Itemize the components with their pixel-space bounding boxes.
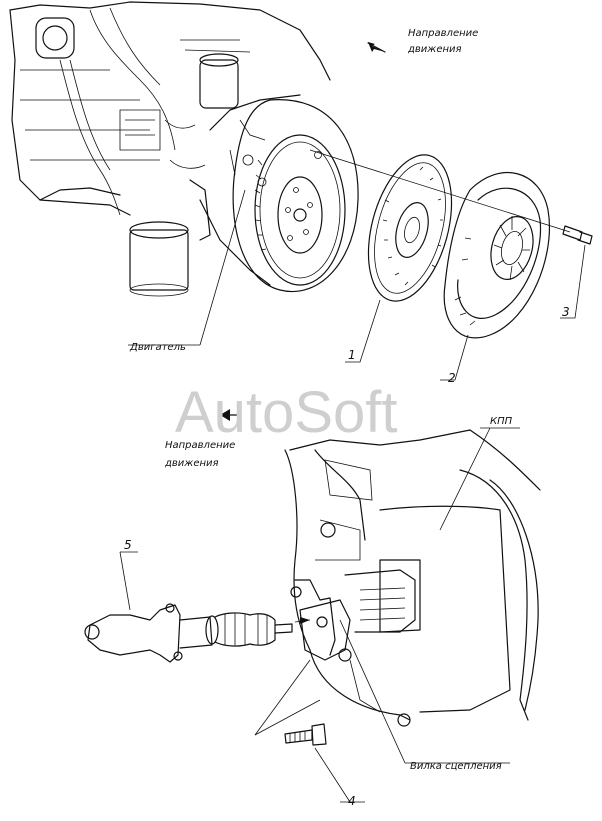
label-engine: Двигатель <box>129 342 186 353</box>
slave-cylinder <box>84 603 311 663</box>
direction-arrow-icon <box>368 42 385 52</box>
gearbox-drawing <box>284 429 541 727</box>
leader-engine <box>199 189 246 346</box>
watermark: AutoSoft <box>175 380 397 445</box>
bolt-3 <box>562 225 593 245</box>
pressure-plate <box>443 172 550 339</box>
callout-5: 5 <box>124 538 132 552</box>
bolt-4 <box>284 723 327 746</box>
callout-3: 3 <box>562 305 570 319</box>
callout-4: 4 <box>348 794 356 808</box>
label-gearbox: КПП <box>490 416 513 427</box>
direction-arrow-mid-icon <box>220 409 230 421</box>
callout-2: 2 <box>448 371 456 385</box>
label-direction-mid-1: Направление <box>165 440 235 451</box>
clutch-disc <box>367 154 453 302</box>
label-direction-top-1: Направление <box>408 28 478 39</box>
label-direction-top-2: движения <box>407 44 462 55</box>
callout-1: 1 <box>348 348 356 362</box>
label-direction-mid-2: движения <box>164 458 219 469</box>
label-fork: Вилка сцепления <box>410 761 502 772</box>
engine-drawing <box>9 1 359 297</box>
